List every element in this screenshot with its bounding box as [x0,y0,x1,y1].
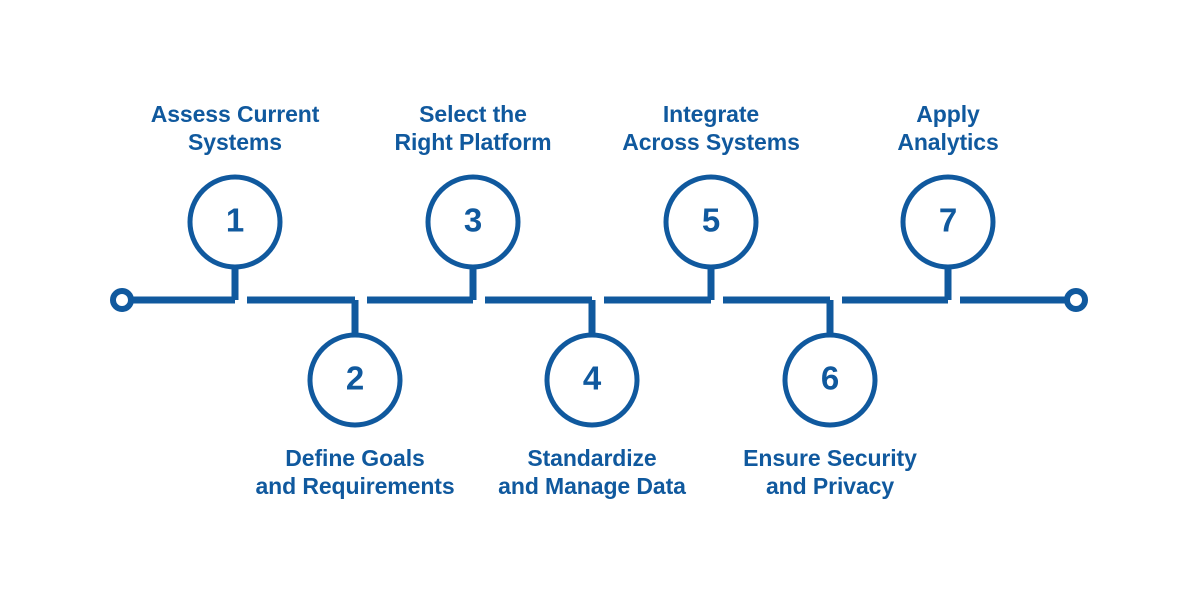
step-label-5-line1: Integrate [663,101,759,127]
step-number-5: 5 [702,202,720,239]
step-label-4-line1: Standardize [527,445,656,471]
step-node-1[interactable] [187,174,283,270]
step-label-3-line1: Select the [419,101,527,127]
end-cap-icon [1064,288,1088,312]
step-number-3: 3 [464,202,482,239]
step-label-6-line2: and Privacy [766,473,894,499]
step-number-7: 7 [939,202,957,239]
step-number-1: 1 [226,202,244,239]
step-label-4-line2: and Manage Data [498,473,686,499]
step-label-7-line2: Analytics [897,129,998,155]
step-label-1-line2: Systems [188,129,282,155]
step-node-7[interactable] [900,174,996,270]
step-label-5-line2: Across Systems [622,129,800,155]
timeline-connectors [231,267,952,335]
step-node-5[interactable] [663,174,759,270]
step-node-3[interactable] [425,174,521,270]
step-label-1-line1: Assess Current [151,101,320,127]
step-label-2-line1: Define Goals [285,445,424,471]
step-number-6: 6 [821,360,839,397]
step-label-6-line1: Ensure Security [743,445,917,471]
step-node-4[interactable] [544,332,640,428]
step-label-3-line2: Right Platform [394,129,551,155]
timeline-end-caps [110,288,1088,312]
step-label-7-line1: Apply [916,101,980,127]
step-node-2[interactable] [307,332,403,428]
timeline-nodes: 1 2 3 4 5 6 7 [187,174,996,428]
step-number-2: 2 [346,360,364,397]
step-number-4: 4 [583,360,602,397]
step-node-6[interactable] [782,332,878,428]
step-label-2-line2: and Requirements [255,473,454,499]
start-cap-icon [110,288,134,312]
